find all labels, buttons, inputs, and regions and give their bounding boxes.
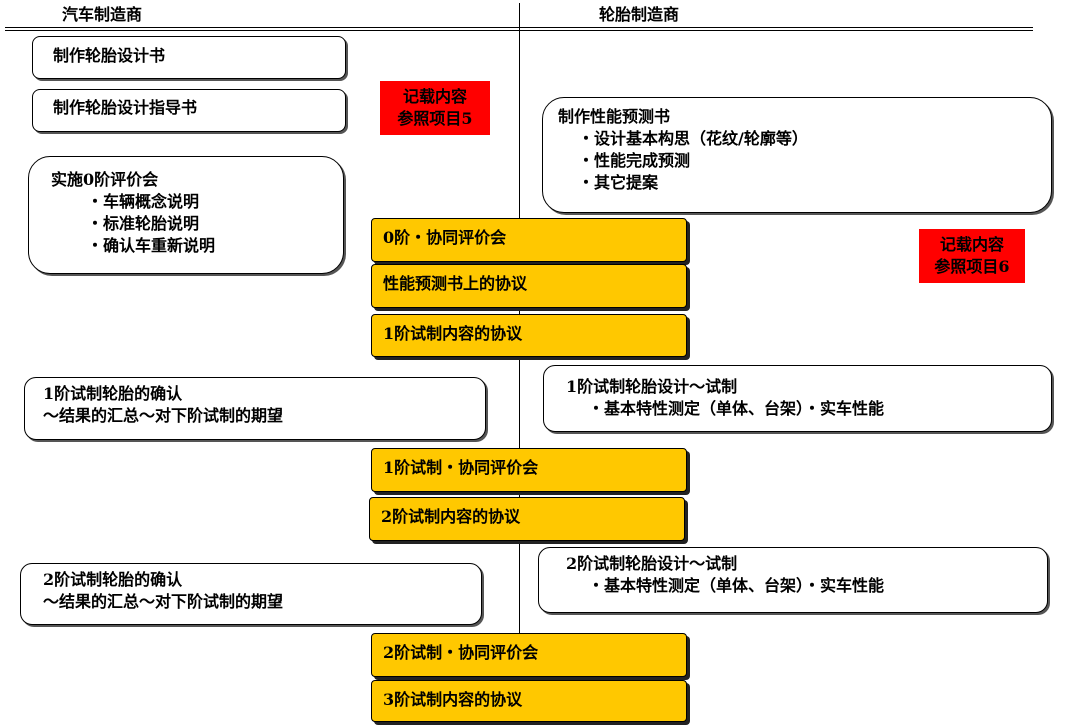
joint-forecast-agreement[interactable]: 性能预测书上的协议 bbox=[371, 264, 687, 308]
forecast-title: 制作性能预测书 bbox=[558, 107, 671, 126]
note6-line2: 参照项目6 bbox=[934, 257, 1010, 276]
confirm1-line1: 1阶试制轮胎的确认 bbox=[43, 384, 183, 403]
design-book-box[interactable]: 制作轮胎设计书 bbox=[32, 36, 346, 79]
stage0-review-title: 实施0阶评价会 bbox=[51, 170, 159, 189]
stage0-review-box[interactable]: 实施0阶评价会 车辆概念说明 标准轮胎说明 确认车重新说明 bbox=[28, 156, 344, 274]
forecast-item: 性能完成预测 bbox=[578, 150, 1051, 172]
center-divider bbox=[519, 3, 520, 725]
joint-trial2-agreement[interactable]: 2阶试制内容的协议 bbox=[369, 497, 685, 541]
joint-trial2-review[interactable]: 2阶试制・协同评价会 bbox=[371, 633, 687, 677]
forecast-box[interactable]: 制作性能预测书 设计基本构思（花纹/轮廓等） 性能完成预测 其它提案 bbox=[542, 97, 1052, 213]
note6-line1: 记载内容 bbox=[939, 235, 1004, 254]
trial1-box[interactable]: 1阶试制轮胎设计～试制 ・基本特性测定（单体、台架）・实车性能 bbox=[543, 365, 1052, 432]
design-guide-label: 制作轮胎设计指导书 bbox=[53, 98, 198, 117]
trial2-detail: ・基本特性测定（单体、台架）・实车性能 bbox=[588, 576, 885, 595]
stage0-item: 标准轮胎说明 bbox=[87, 213, 343, 235]
confirm1-line2: ～结果的汇总～对下阶试制的期望 bbox=[43, 406, 284, 425]
joint-trial1-agreement[interactable]: 1阶试制内容的协议 bbox=[371, 314, 687, 357]
confirm1-box[interactable]: 1阶试制轮胎的确认 ～结果的汇总～对下阶试制的期望 bbox=[24, 377, 486, 440]
trial2-box[interactable]: 2阶试制轮胎设计～试制 ・基本特性测定（单体、台架）・实车性能 bbox=[538, 547, 1048, 613]
note-item6: 记载内容 参照项目6 bbox=[919, 229, 1025, 283]
design-book-label: 制作轮胎设计书 bbox=[53, 46, 166, 65]
stage0-item: 确认车重新说明 bbox=[87, 235, 343, 257]
joint-stage0-review[interactable]: 0阶・协同评价会 bbox=[371, 218, 687, 262]
confirm2-box[interactable]: 2阶试制轮胎的确认 ～结果的汇总～对下阶试制的期望 bbox=[20, 563, 482, 625]
trial1-detail: ・基本特性测定（单体、台架）・实车性能 bbox=[588, 399, 885, 418]
note-item5: 记载内容 参照项目5 bbox=[380, 81, 490, 135]
trial1-title: 1阶试制轮胎设计～试制 bbox=[566, 377, 738, 396]
trial2-title: 2阶试制轮胎设计～试制 bbox=[566, 554, 738, 573]
forecast-item: 其它提案 bbox=[578, 172, 1051, 194]
joint-trial1-review[interactable]: 1阶试制・协同评价会 bbox=[371, 448, 687, 492]
joint-trial3-agreement[interactable]: 3阶试制内容的协议 bbox=[371, 680, 687, 722]
stage0-item: 车辆概念说明 bbox=[87, 191, 343, 213]
note5-line1: 记载内容 bbox=[402, 87, 467, 106]
design-guide-box[interactable]: 制作轮胎设计指导书 bbox=[32, 89, 346, 132]
forecast-item: 设计基本构思（花纹/轮廓等） bbox=[578, 128, 1051, 150]
header-car-maker: 汽车制造商 bbox=[62, 5, 143, 24]
confirm2-line2: ～结果的汇总～对下阶试制的期望 bbox=[43, 592, 284, 611]
header-tire-maker: 轮胎制造商 bbox=[599, 5, 680, 24]
confirm2-line1: 2阶试制轮胎的确认 bbox=[43, 570, 183, 589]
note5-line2: 参照项目5 bbox=[397, 109, 473, 128]
